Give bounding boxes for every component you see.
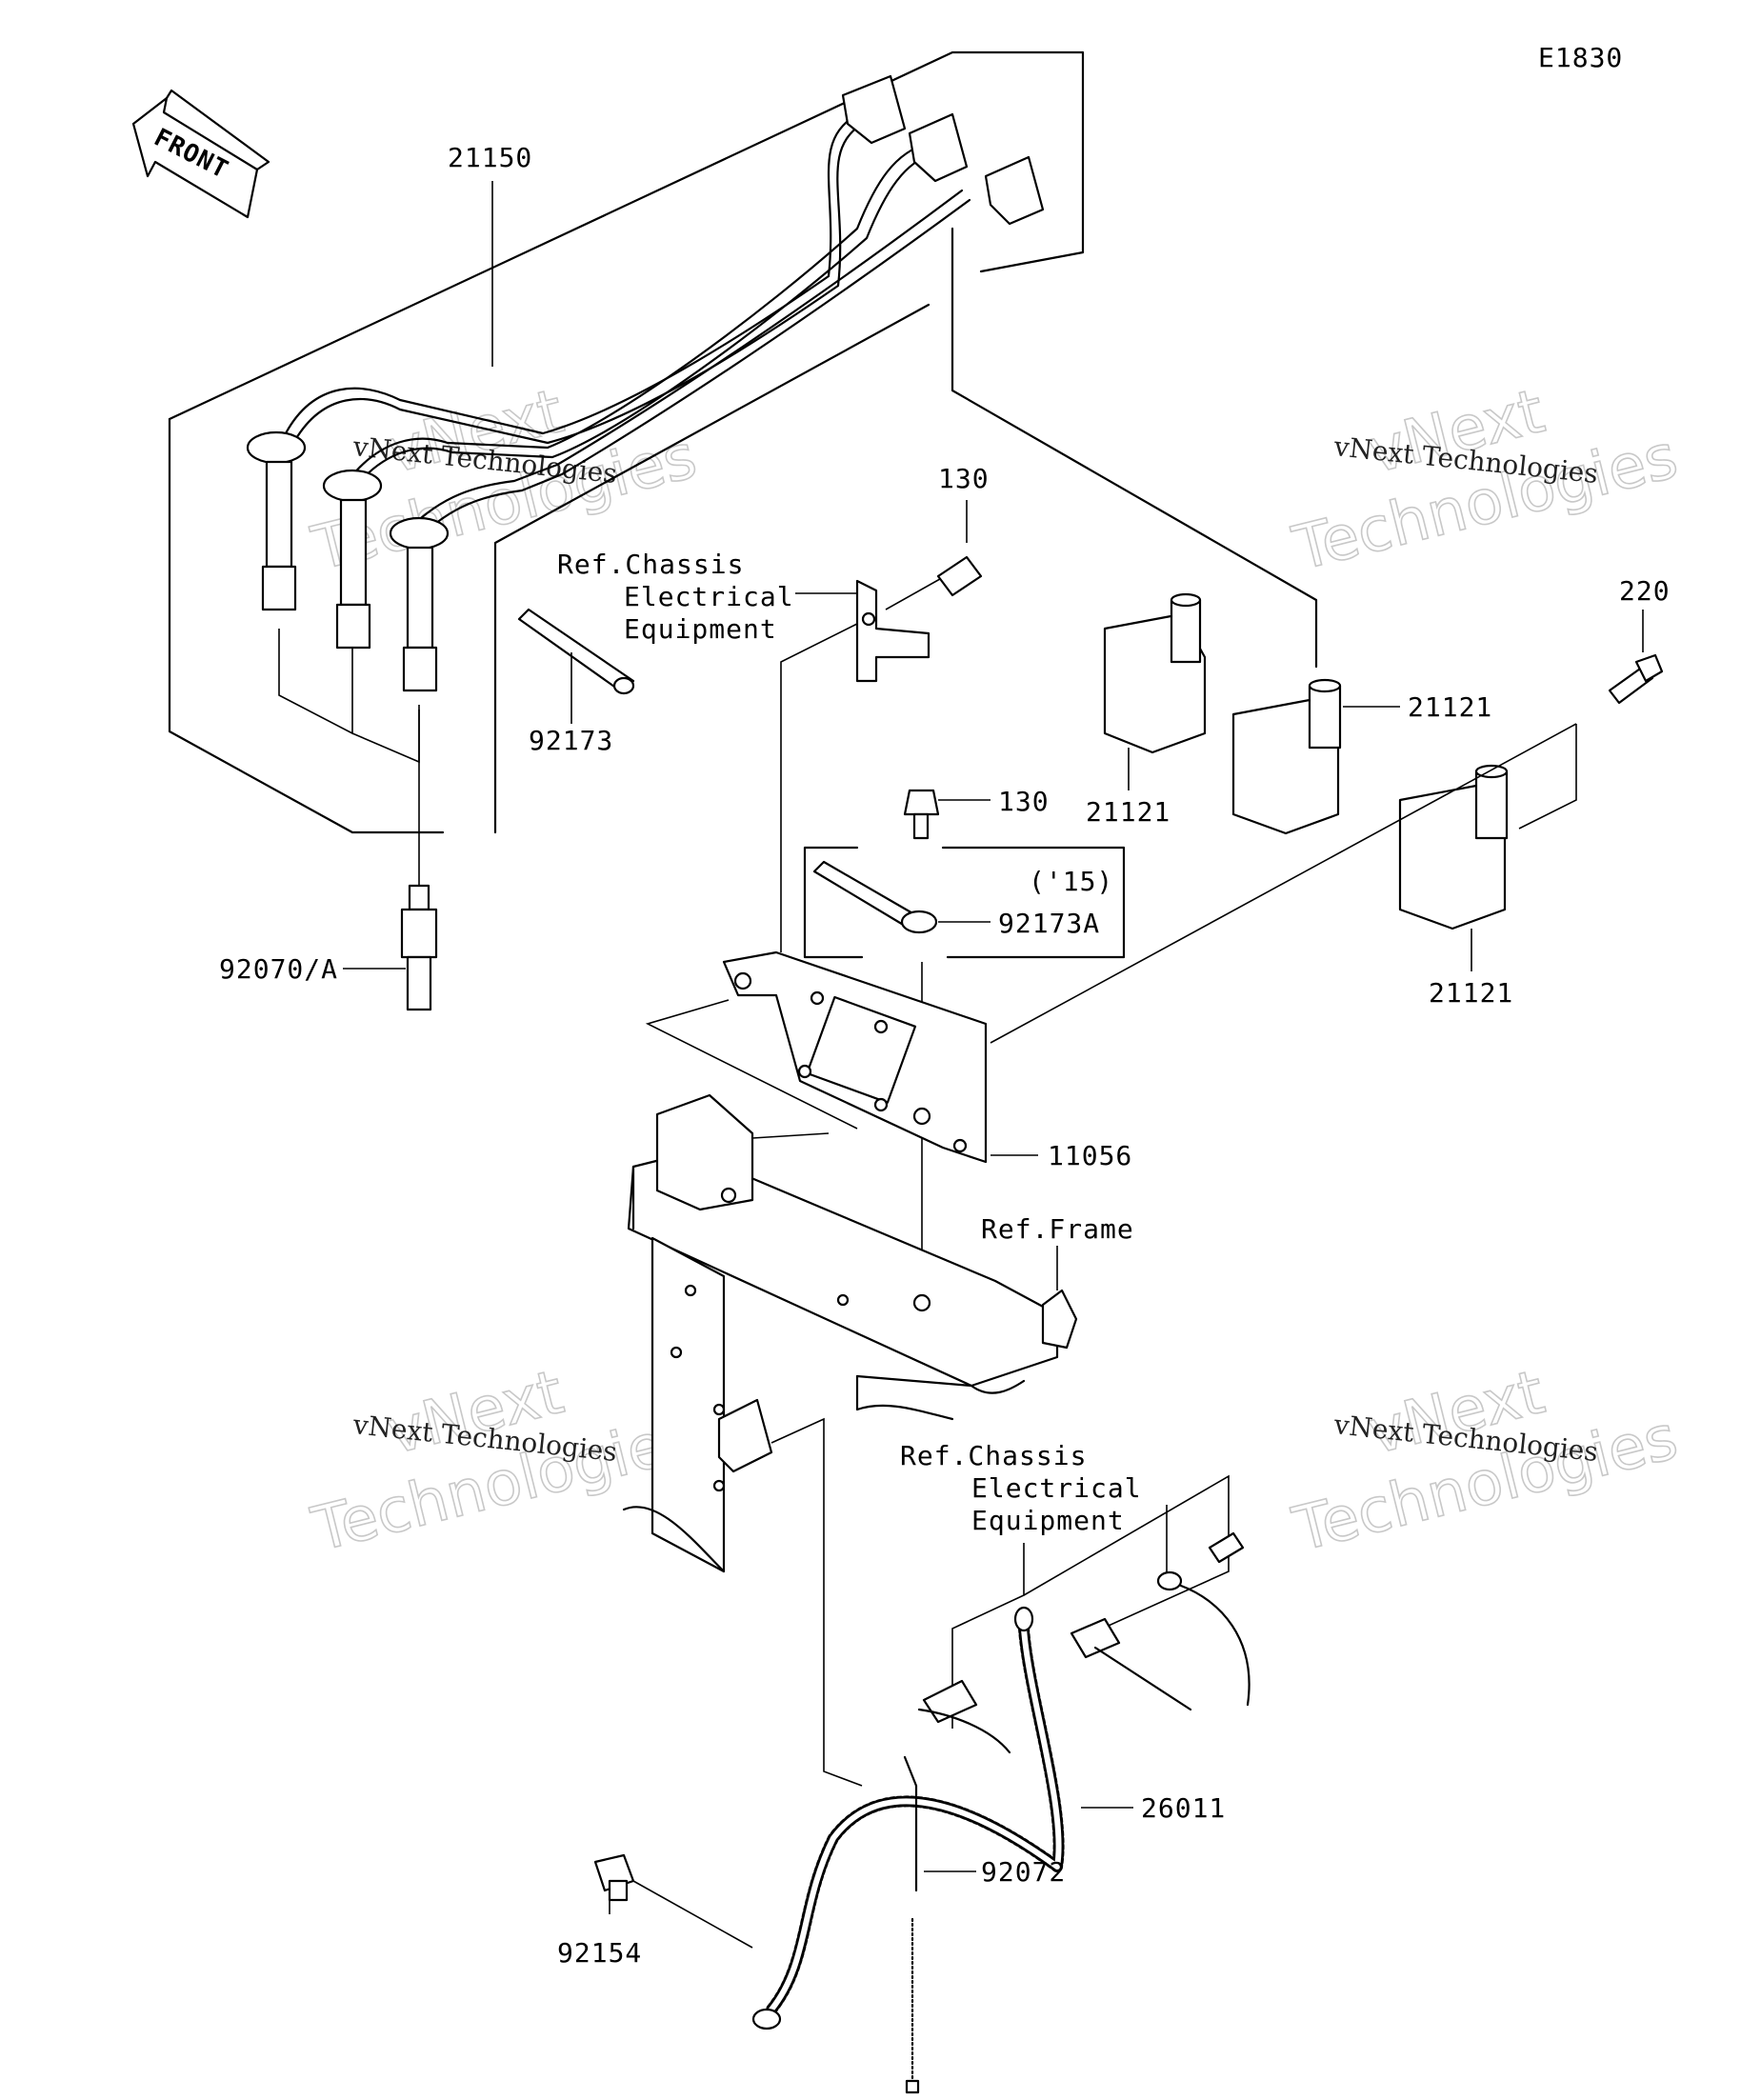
strap-92173-icon xyxy=(517,608,635,695)
cable-tie-icon xyxy=(903,1755,920,2094)
ref-chassis-top-line1: Ref.Chassis xyxy=(557,549,744,580)
label-92072: 92072 xyxy=(981,1856,1066,1888)
ignition-coil-icon xyxy=(1103,592,1207,754)
ref-chassis-bottom-line2: Electrical xyxy=(971,1472,1142,1504)
battery-cable-icon xyxy=(751,1606,1065,2030)
bolt-92154-icon xyxy=(593,1853,635,1902)
ground-terminal-icon xyxy=(917,1531,1251,1754)
label-21121-bottom: 21121 xyxy=(1429,977,1513,1009)
year-box xyxy=(803,846,1126,959)
assembly-box-21150 xyxy=(168,50,1318,834)
ref-chassis-top-line2: Electrical xyxy=(624,581,794,612)
label-21150: 21150 xyxy=(448,142,532,173)
label-26011: 26011 xyxy=(1141,1792,1226,1824)
bolt-130-upper-icon xyxy=(885,555,983,610)
label-220: 220 xyxy=(1619,575,1671,607)
ref-frame: Ref.Frame xyxy=(981,1213,1134,1245)
plug-boot-icon xyxy=(246,430,450,692)
bracket-icon xyxy=(855,579,931,683)
diagram-code: E1830 xyxy=(1538,42,1623,73)
bolt-220-icon xyxy=(1608,653,1664,705)
ecu-bracket-icon xyxy=(722,950,988,1164)
ref-chassis-bottom-line3: Equipment xyxy=(971,1505,1125,1536)
ref-chassis-top-line3: Equipment xyxy=(624,613,777,645)
year-note: ('15) xyxy=(1029,866,1113,897)
strap-92173a-icon xyxy=(812,860,938,934)
front-label: FRONT xyxy=(150,124,233,186)
label-130-lower: 130 xyxy=(998,786,1050,817)
label-92173: 92173 xyxy=(529,725,613,756)
bolt-130-lower-icon xyxy=(903,789,940,840)
label-130-upper: 130 xyxy=(938,463,990,494)
label-92154: 92154 xyxy=(557,1937,642,1969)
label-92173a: 92173A xyxy=(998,908,1100,939)
ref-chassis-bottom-line1: Ref.Chassis xyxy=(900,1440,1087,1471)
label-21121-left: 21121 xyxy=(1086,796,1171,828)
front-arrow-icon: FRONT xyxy=(131,89,270,219)
label-21121-right: 21121 xyxy=(1408,691,1492,723)
frame-icon xyxy=(622,1093,1078,1573)
label-11056: 11056 xyxy=(1048,1140,1132,1171)
ignition-cables xyxy=(284,112,971,540)
ignition-coil-icon xyxy=(1231,678,1342,835)
spark-plug-icon xyxy=(400,710,438,1011)
ignition-coil-icon xyxy=(1398,764,1509,930)
cable-cap-icon xyxy=(841,74,1045,226)
label-92070: 92070/A xyxy=(219,953,338,985)
